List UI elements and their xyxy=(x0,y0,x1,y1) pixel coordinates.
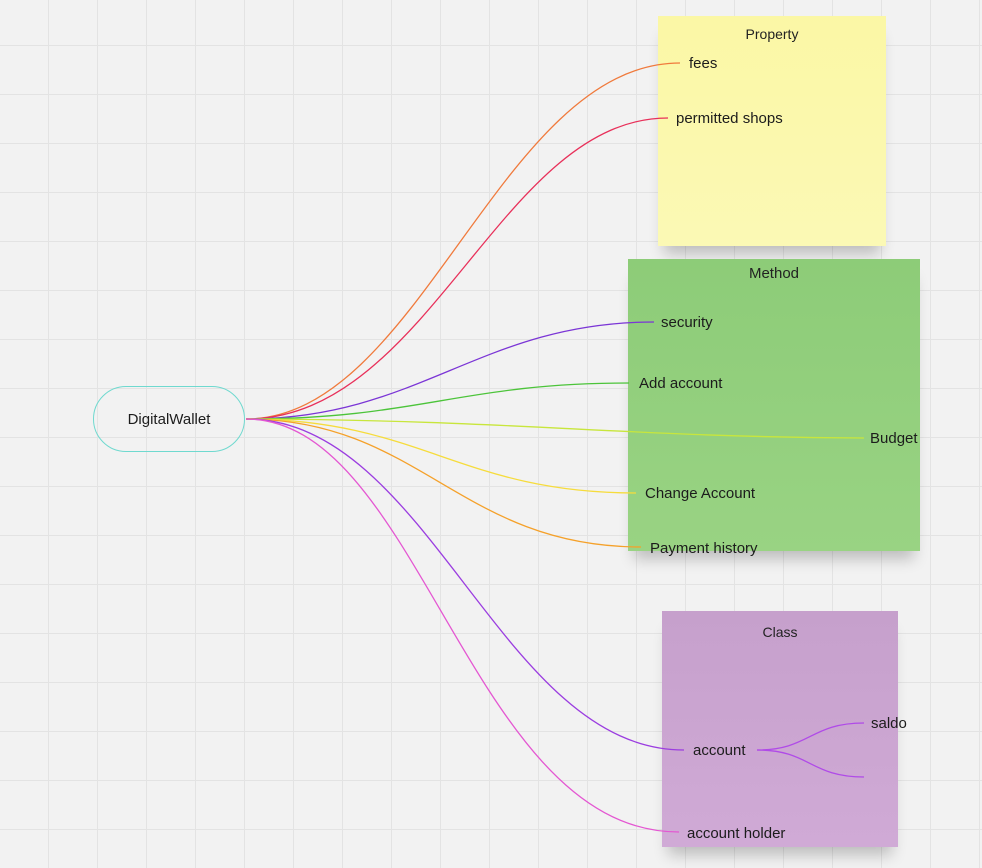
node-add-account[interactable]: Add account xyxy=(639,375,723,392)
edge-payment-history xyxy=(245,418,642,548)
edge-add-account xyxy=(245,382,630,420)
edge-fees xyxy=(245,62,681,420)
node-budget[interactable]: Budget xyxy=(870,430,918,447)
edge-account xyxy=(245,418,685,751)
node-security[interactable]: security xyxy=(661,314,713,331)
class-note-title: Class xyxy=(762,624,798,640)
root-node[interactable]: DigitalWallet xyxy=(93,386,245,452)
edge-security xyxy=(245,321,655,420)
node-account-holder[interactable]: account holder xyxy=(687,825,786,842)
edge-account-holder xyxy=(245,418,680,833)
node-change-account[interactable]: Change Account xyxy=(645,485,756,502)
edge-account-child-2 xyxy=(756,749,865,778)
edge-change-account xyxy=(245,418,637,494)
node-payment-history[interactable]: Payment history xyxy=(650,540,758,557)
node-saldo[interactable]: saldo xyxy=(871,715,907,732)
method-note-title: Method xyxy=(748,265,800,282)
node-account[interactable]: account xyxy=(693,742,746,759)
edge-budget xyxy=(245,418,865,439)
property-sticky-note[interactable]: Property xyxy=(658,16,886,246)
node-permitted-shops[interactable]: permitted shops xyxy=(676,110,783,127)
edge-saldo xyxy=(756,722,865,751)
edge-permitted-shops xyxy=(245,117,669,420)
method-sticky-note[interactable]: Method xyxy=(628,259,920,551)
property-note-title: Property xyxy=(745,26,799,42)
node-fees[interactable]: fees xyxy=(689,55,718,72)
root-node-label: DigitalWallet xyxy=(127,410,211,428)
class-sticky-note[interactable]: Class xyxy=(662,611,898,847)
